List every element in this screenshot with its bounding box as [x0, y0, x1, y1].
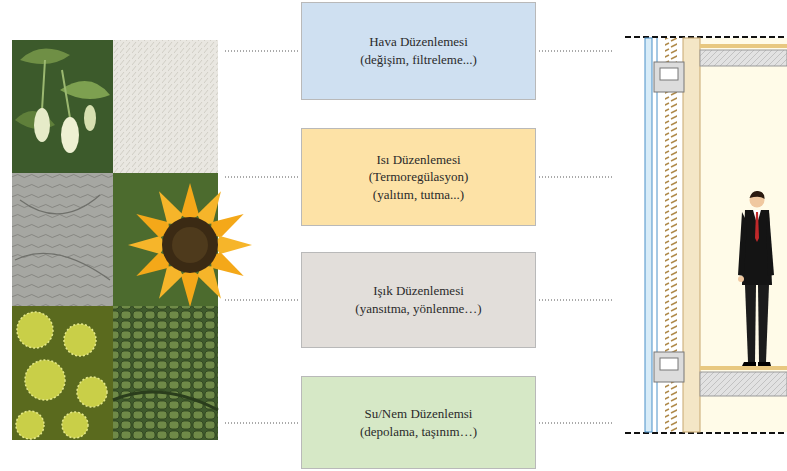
air-regulation-box: Hava Düzenlemesi(değişim, filtreleme...): [301, 2, 536, 100]
box-heading: Su/Nem Düzenlemsi: [365, 405, 473, 423]
box-heading: Hava Düzenlemesi: [369, 33, 468, 51]
moisture-regulation-box: Su/Nem Düzenlemsi(depolama, taşınım…): [301, 376, 536, 469]
person-figure: [738, 191, 774, 366]
box-subtext: (yalıtım, tutma...): [373, 186, 464, 204]
box-subtext: (depolama, taşınım…): [360, 423, 477, 441]
box-subtext: (Termoregülasyon): [369, 168, 468, 186]
photo-grid: [12, 40, 252, 440]
box-heading: Isı Düzenlemesi: [376, 151, 460, 169]
heat-regulation-box: Isı Düzenlemesi(Termoregülasyon)(yalıtım…: [301, 128, 536, 226]
box-subtext: (yansıtma, yönlenme…): [355, 300, 481, 318]
facade-section: [625, 37, 787, 433]
light-regulation-box: Işık Düzenlemesi(yansıtma, yönlenme…): [301, 252, 536, 348]
leader-lines: [225, 51, 612, 423]
box-subtext: (değişim, filtreleme...): [360, 51, 477, 69]
box-heading: Işık Düzenlemesi: [373, 282, 464, 300]
